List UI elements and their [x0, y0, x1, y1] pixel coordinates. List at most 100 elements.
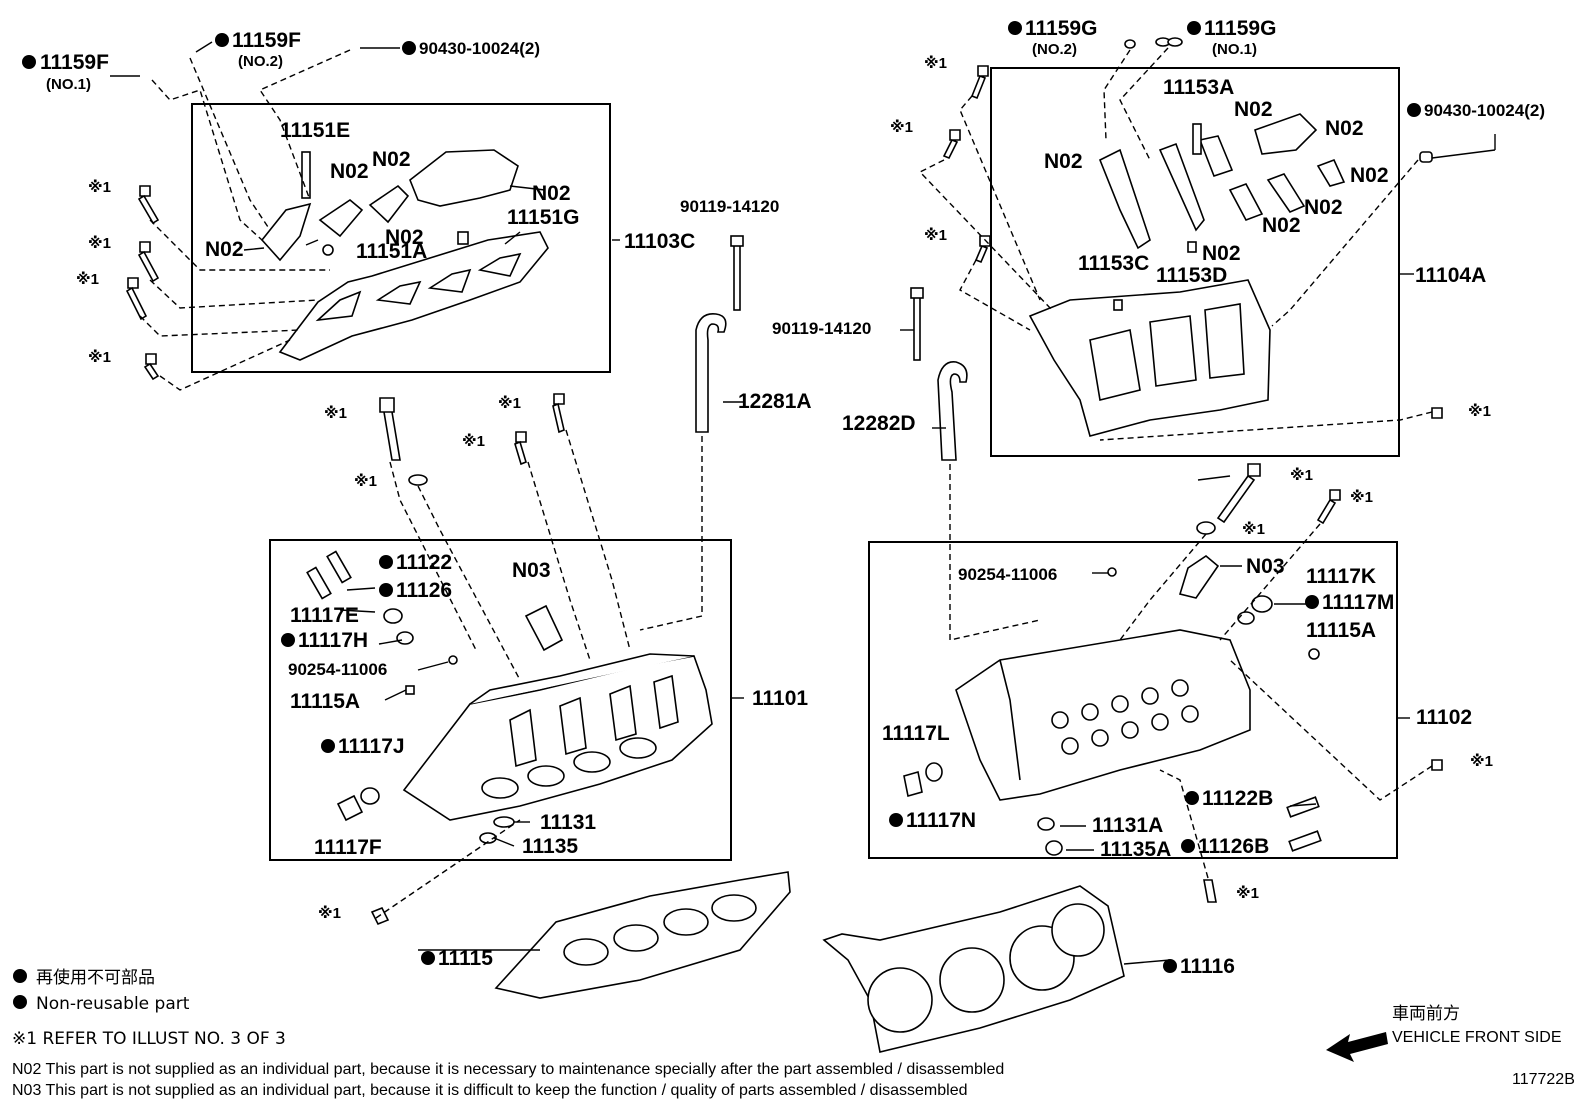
svg-text:※1: ※1: [1242, 520, 1265, 538]
svg-text:N02: N02: [1350, 164, 1389, 187]
svg-text:N02: N02: [372, 148, 411, 171]
legend: 再使用不可部品 Non-reusable part ※1 REFER TO IL…: [12, 967, 1575, 1099]
svg-text:N02: N02: [205, 238, 244, 261]
frame-left-camshaft-housing: [191, 103, 611, 373]
label-11104A: 11104A: [1415, 264, 1486, 287]
svg-text:※1: ※1: [88, 178, 111, 196]
svg-text:(NO.2): (NO.2): [238, 53, 283, 70]
svg-text:※1: ※1: [354, 472, 377, 490]
svg-text:11151G: 11151G: [507, 206, 579, 229]
front-arrow-icon: [1326, 1032, 1388, 1062]
label-11102: 11102: [1416, 706, 1472, 729]
svg-text:N02: N02: [1325, 117, 1364, 140]
svg-text:※1: ※1: [1470, 752, 1493, 770]
legend-refer: ※1 REFER TO ILLUST NO. 3 OF 3: [12, 1029, 286, 1049]
svg-text:90119-14120: 90119-14120: [772, 319, 871, 338]
svg-text:N02: N02: [1304, 196, 1343, 219]
left-head-gasket: [494, 871, 791, 999]
svg-text:※1: ※1: [924, 54, 947, 72]
label-11101: 11101: [752, 687, 808, 710]
svg-text:※1: ※1: [324, 404, 347, 422]
svg-text:※1: ※1: [498, 394, 521, 412]
svg-text:(NO.2): (NO.2): [1032, 41, 1077, 58]
svg-text:N02: N02: [1234, 98, 1273, 121]
svg-text:11117M: 11117M: [1322, 591, 1394, 614]
svg-text:11117H: 11117H: [298, 629, 368, 652]
legend-n03-note: N03 This part is not supplied as an indi…: [12, 1082, 968, 1099]
left-housing-bolts: [125, 185, 160, 381]
svg-text:※1: ※1: [1236, 884, 1259, 902]
svg-text:11135A: 11135A: [1100, 838, 1171, 861]
svg-text:N02: N02: [1202, 242, 1241, 265]
svg-text:N02: N02: [1044, 150, 1083, 173]
right-cylinder-head: [903, 555, 1322, 856]
svg-text:11115A: 11115A: [1306, 619, 1376, 642]
svg-text:11117J: 11117J: [338, 735, 405, 758]
svg-text:11126B: 11126B: [1198, 835, 1269, 858]
svg-text:11117L: 11117L: [882, 722, 950, 745]
label-11159F-no2: 11159F: [232, 29, 301, 52]
left-camshaft-housing: [260, 149, 549, 361]
svg-text:90119-14120: 90119-14120: [680, 197, 779, 216]
svg-text:90254-11006: 90254-11006: [288, 660, 387, 679]
front-side-en: VEHICLE FRONT SIDE: [1392, 1029, 1562, 1046]
svg-text:11122: 11122: [396, 551, 452, 574]
svg-text:11115A: 11115A: [290, 690, 360, 713]
svg-text:※1: ※1: [462, 432, 485, 450]
part-labels: 11159F (NO.1) 11159F (NO.2) 90430-10024(…: [22, 17, 1545, 978]
illustration-number: 117722B: [1512, 1071, 1575, 1088]
svg-text:N03: N03: [512, 559, 551, 582]
svg-text:11153D: 11153D: [1156, 264, 1227, 287]
svg-text:11131: 11131: [540, 811, 596, 834]
svg-text:12282D: 12282D: [842, 412, 916, 435]
right-housing-bolts: [942, 37, 1443, 419]
svg-text:90430-10024(2): 90430-10024(2): [1424, 101, 1545, 120]
svg-text:11153A: 11153A: [1163, 76, 1234, 99]
legend-non-reusable-jp: 再使用不可部品: [36, 967, 155, 988]
svg-text:11135: 11135: [522, 835, 578, 858]
label-11103C: 11103C: [624, 230, 695, 253]
svg-text:11117E: 11117E: [290, 604, 359, 627]
legend-non-reusable-en: Non-reusable part: [36, 994, 190, 1014]
right-head-gasket: [822, 885, 1125, 1053]
right-camshaft-housing: [1028, 113, 1346, 437]
svg-text:11153C: 11153C: [1078, 252, 1149, 275]
svg-text:N02: N02: [330, 160, 369, 183]
svg-text:11117K: 11117K: [1306, 565, 1376, 588]
frame-right-camshaft-housing: [990, 67, 1400, 457]
label-90430-left: 90430-10024(2): [419, 39, 540, 58]
svg-text:11159G: 11159G: [1204, 17, 1276, 40]
svg-text:11159G: 11159G: [1025, 17, 1097, 40]
svg-text:※1: ※1: [88, 234, 111, 252]
frame-right-cylinder-head: [868, 541, 1398, 859]
svg-text:12281A: 12281A: [738, 390, 812, 413]
svg-text:11151E: 11151E: [280, 119, 350, 142]
svg-text:※1: ※1: [1290, 466, 1313, 484]
svg-text:90254-11006: 90254-11006: [958, 565, 1057, 584]
frame-left-cylinder-head: [269, 539, 732, 861]
svg-text:11122B: 11122B: [1202, 787, 1273, 810]
svg-text:※1: ※1: [318, 904, 341, 922]
svg-text:※1: ※1: [1468, 402, 1491, 420]
svg-text:N03: N03: [1246, 555, 1285, 578]
front-side-jp: 車両前方: [1392, 1004, 1460, 1024]
svg-text:11115: 11115: [438, 947, 493, 970]
legend-n02-note: N02 This part is not supplied as an indi…: [12, 1061, 1004, 1078]
svg-text:11151A: 11151A: [356, 240, 427, 263]
svg-text:11126: 11126: [396, 579, 452, 602]
svg-text:※1: ※1: [76, 270, 99, 288]
svg-text:11117N: 11117N: [906, 809, 976, 832]
svg-text:※1: ※1: [88, 348, 111, 366]
svg-text:11116: 11116: [1180, 955, 1235, 978]
svg-text:N02: N02: [532, 182, 571, 205]
label-11159F-no1: 11159F: [40, 51, 109, 74]
left-cylinder-head: [306, 550, 713, 844]
svg-text:(NO.1): (NO.1): [46, 76, 91, 93]
svg-text:11117F: 11117F: [314, 836, 382, 859]
svg-text:N02: N02: [1262, 214, 1301, 237]
svg-text:N02: N02: [385, 226, 424, 249]
svg-text:(NO.1): (NO.1): [1212, 41, 1257, 58]
svg-text:※1: ※1: [1350, 488, 1373, 506]
